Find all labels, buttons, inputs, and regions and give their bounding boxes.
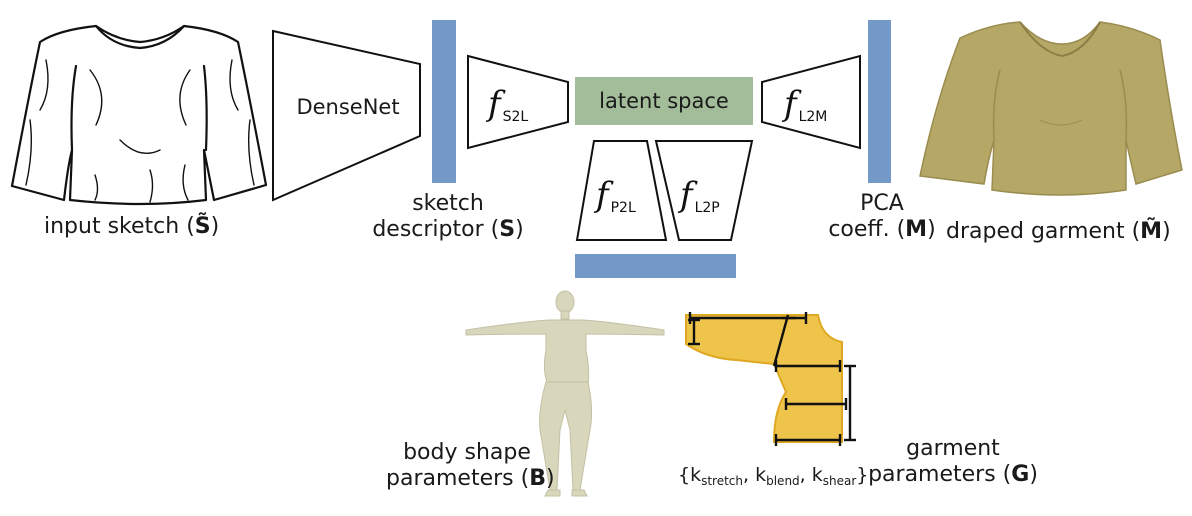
draped-garment-label: draped garment (M̃) xyxy=(946,219,1171,244)
pca-coeff-label: PCA coeff. (M) xyxy=(828,191,936,243)
densenet-label: DenseNet xyxy=(296,95,399,119)
input-sketch-label: input sketch (S̃) xyxy=(44,214,220,239)
sketch-descriptor-label: sketch descriptor (S) xyxy=(372,191,524,243)
garment-pattern-icon xyxy=(685,312,856,446)
parameter-bar xyxy=(575,254,736,278)
densenet-block: DenseNet xyxy=(272,29,421,202)
body-mannequin-icon xyxy=(465,290,665,497)
sketch-shirt-icon xyxy=(10,24,268,206)
draped-shirt-icon xyxy=(919,21,1183,196)
pca-coeff-bar xyxy=(868,20,891,183)
garment-parameters-label: garment parameters (G) xyxy=(868,436,1038,488)
sketch-descriptor-bar xyxy=(432,20,456,183)
latent-space-label: latent space xyxy=(599,89,729,113)
body-shape-label: body shape parameters (B) xyxy=(386,440,555,492)
latent-space-block: latent space xyxy=(575,77,753,125)
material-coefficients-label: {kstretch, kblend, kshear} xyxy=(678,464,869,488)
